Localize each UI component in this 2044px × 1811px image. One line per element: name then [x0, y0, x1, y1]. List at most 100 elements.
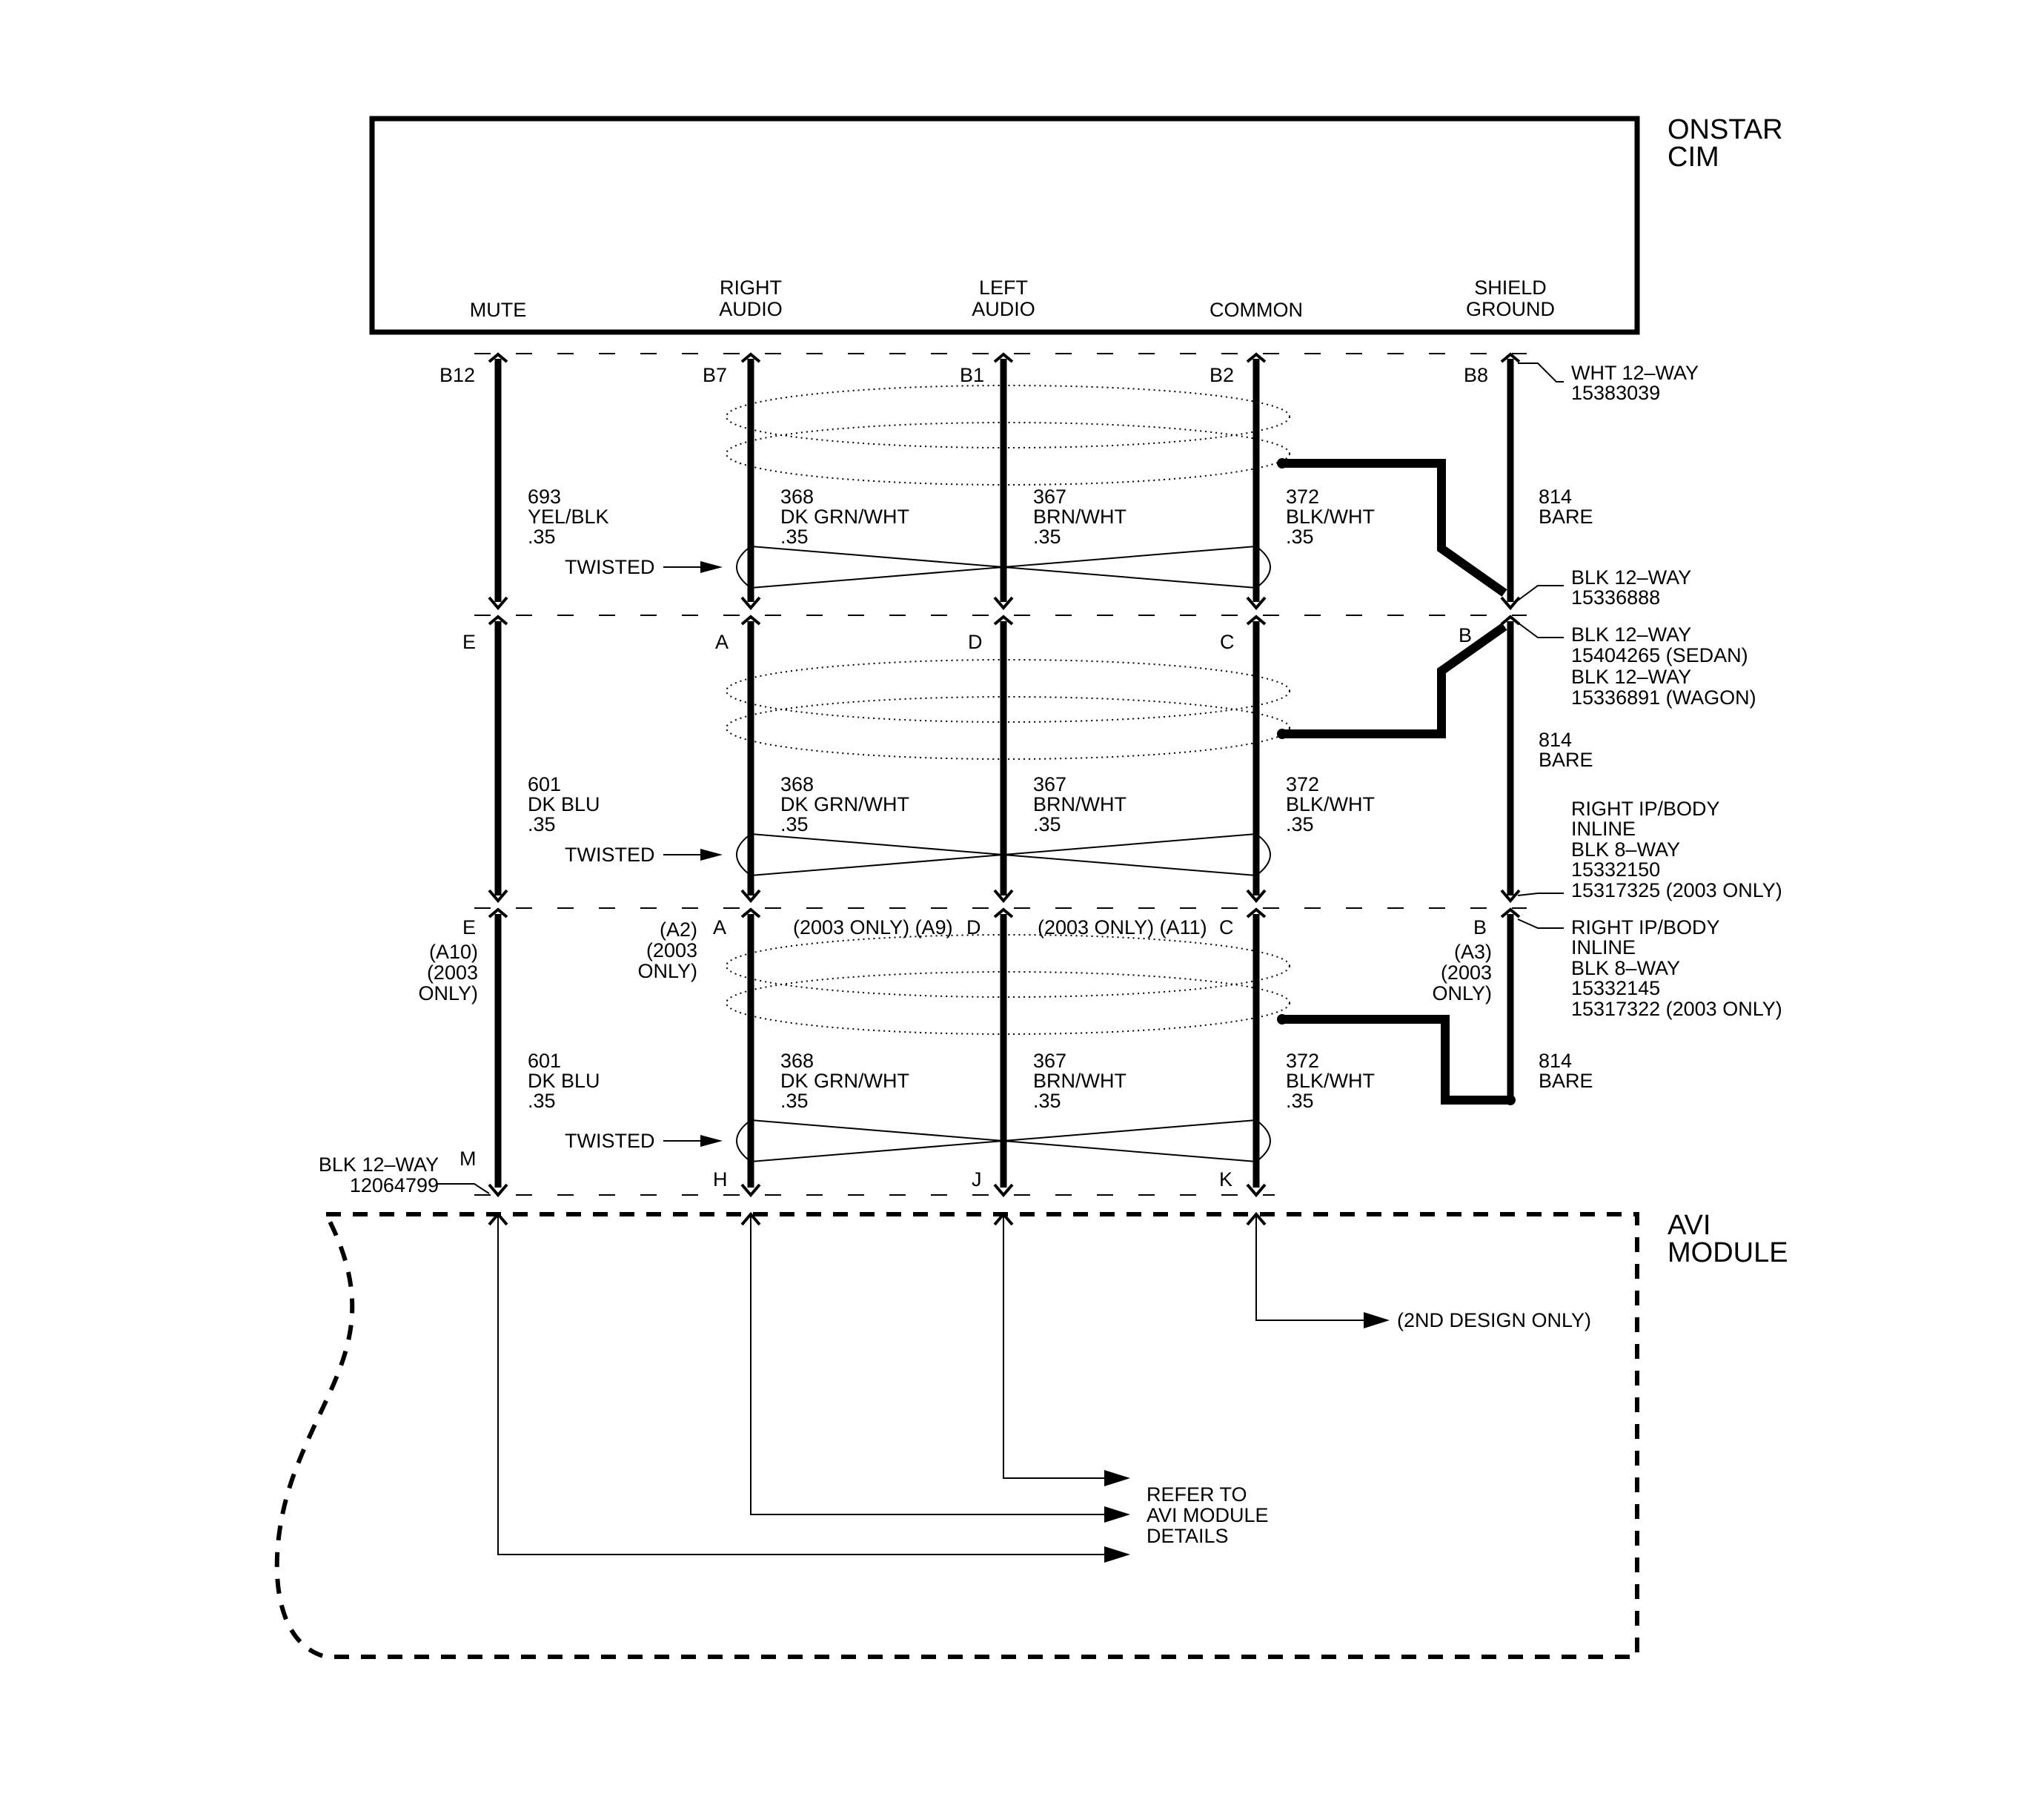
pin-label-left-audio-1: LEFT	[979, 277, 1028, 299]
seg3-shield-circuit: 814	[1539, 1050, 1572, 1072]
shield-foil	[726, 385, 1290, 1035]
seg2-common-circuit: 372	[1286, 773, 1319, 795]
right-note-3: ONLY)	[637, 960, 697, 982]
connector-c6-name: BLK 12–WAY	[319, 1153, 439, 1176]
mute-note-3: ONLY)	[418, 982, 478, 1004]
seg2-left-circuit: 367	[1033, 773, 1066, 795]
pin-b2: B2	[1210, 364, 1234, 386]
seg3-right-color: DK GRN/WHT	[780, 1070, 909, 1092]
pin-m: M	[459, 1148, 477, 1170]
pin-d-row3: D	[966, 916, 981, 938]
onstar-cim-box	[369, 116, 1640, 335]
connector-c5-line2: INLINE	[1571, 936, 1636, 959]
seg3-left-color: BRN/WHT	[1033, 1070, 1126, 1092]
seg1-left-gauge: .35	[1033, 526, 1061, 548]
seg2-shield-circuit: 814	[1539, 729, 1572, 751]
twisted-label-3: TWISTED	[565, 1130, 655, 1152]
seg2-shield-color: BARE	[1539, 749, 1593, 771]
seg1-common-color: BLK/WHT	[1286, 506, 1375, 528]
seg1-common-gauge: .35	[1286, 526, 1314, 548]
refer-note-line1: REFER TO	[1147, 1483, 1247, 1506]
connector-c5-line1: RIGHT IP/BODY	[1571, 916, 1720, 938]
connector-c5-line3: BLK 8–WAY	[1571, 957, 1680, 979]
seg3-left-gauge: .35	[1033, 1090, 1061, 1112]
seg3-common-circuit: 372	[1286, 1050, 1319, 1072]
mute-note-1: (A10)	[429, 941, 478, 963]
twisted-label-1: TWISTED	[565, 556, 655, 578]
pin-a-row3: A	[713, 916, 726, 938]
connector-c2-name: BLK 12–WAY	[1571, 566, 1691, 589]
seg3-mute-circuit: 601	[528, 1050, 561, 1072]
connector-c3-name1: BLK 12–WAY	[1571, 623, 1691, 646]
seg1-mute-gauge: .35	[528, 526, 556, 548]
seg2-left-color: BRN/WHT	[1033, 793, 1126, 815]
pin-b8: B8	[1464, 364, 1488, 386]
connector-c4-line5: 15317325 (2003 ONLY)	[1571, 879, 1782, 901]
seg1-mute-color: YEL/BLK	[528, 506, 609, 528]
connector-c2-part: 15336888	[1571, 586, 1660, 609]
pin-a-row2: A	[715, 631, 729, 653]
pin-b1: B1	[960, 364, 984, 386]
seg1-mute-circuit: 693	[528, 486, 561, 508]
mute-note-2: (2003	[427, 961, 478, 984]
pin-b12: B12	[439, 364, 475, 386]
pin-e-row2: E	[462, 631, 476, 653]
connector-c4-line2: INLINE	[1571, 818, 1636, 840]
pin-label-mute: MUTE	[470, 299, 527, 321]
seg1-common-circuit: 372	[1286, 486, 1319, 508]
shield-note-2: (2003	[1441, 961, 1492, 984]
connector-c3-name2: BLK 12–WAY	[1571, 666, 1691, 688]
connector-c1-name: WHT 12–WAY	[1571, 362, 1699, 384]
pin-b7: B7	[703, 364, 727, 386]
connector-leaders	[437, 362, 1564, 1194]
seg3-left-circuit: 367	[1033, 1050, 1066, 1072]
seg3-mute-gauge: .35	[528, 1090, 556, 1112]
seg2-mute-gauge: .35	[528, 813, 556, 835]
pin-label-right-audio-1: RIGHT	[720, 277, 782, 299]
connector-c3-part2: 15336891 (WAGON)	[1571, 686, 1756, 709]
pin-k: K	[1219, 1168, 1232, 1191]
twisted-label-2: TWISTED	[565, 844, 655, 866]
seg1-right-gauge: .35	[780, 526, 809, 548]
pin-h: H	[713, 1168, 728, 1191]
connector-c1-part: 15383039	[1571, 382, 1660, 404]
common-note: (2003 ONLY) (A11)	[1038, 916, 1207, 938]
seg2-left-gauge: .35	[1033, 813, 1061, 835]
seg1-right-color: DK GRN/WHT	[780, 506, 909, 528]
seg1-shield-circuit: 814	[1539, 486, 1572, 508]
onstar-cim-title-line1: ONSTAR	[1668, 114, 1783, 145]
avi-module-outline	[274, 1212, 1639, 1659]
seg2-mute-circuit: 601	[528, 773, 561, 795]
left-note: (2003 ONLY) (A9)	[793, 916, 953, 938]
seg2-right-circuit: 368	[780, 773, 814, 795]
connector-c4-line3: BLK 8–WAY	[1571, 838, 1680, 861]
seg1-shield-color: BARE	[1539, 506, 1593, 528]
connector-c6-part: 12064799	[350, 1174, 439, 1196]
pin-c-row2: C	[1220, 631, 1235, 653]
avi-module-title-line1: AVI	[1668, 1210, 1710, 1241]
module-routing	[497, 1216, 1390, 1563]
shield-note-3: ONLY)	[1432, 982, 1492, 1004]
right-note-2: (2003	[646, 939, 697, 961]
avi-module-title-line2: MODULE	[1668, 1237, 1788, 1268]
connector-c5-line5: 15317322 (2003 ONLY)	[1571, 998, 1782, 1020]
pin-label-left-audio-2: AUDIO	[972, 298, 1035, 320]
right-note-1: (A2)	[660, 918, 697, 941]
pin-label-common: COMMON	[1210, 299, 1303, 321]
seg3-right-gauge: .35	[780, 1090, 809, 1112]
seg3-mute-color: DK BLU	[528, 1070, 600, 1092]
seg1-right-circuit: 368	[780, 486, 814, 508]
onstar-cim-title-line2: CIM	[1668, 142, 1719, 173]
seg2-common-gauge: .35	[1286, 813, 1314, 835]
seg2-right-color: DK GRN/WHT	[780, 793, 909, 815]
pin-d-row2: D	[968, 631, 983, 653]
twisted-arrows	[663, 561, 723, 1147]
second-design-note: (2ND DESIGN ONLY)	[1397, 1309, 1591, 1331]
pin-label-shield-ground-2: GROUND	[1466, 298, 1555, 320]
seg3-shield-color: BARE	[1539, 1070, 1593, 1092]
refer-note-line3: DETAILS	[1147, 1525, 1229, 1547]
shield-note-1: (A3)	[1454, 941, 1492, 963]
seg1-left-circuit: 367	[1033, 486, 1066, 508]
seg3-common-color: BLK/WHT	[1286, 1070, 1375, 1092]
